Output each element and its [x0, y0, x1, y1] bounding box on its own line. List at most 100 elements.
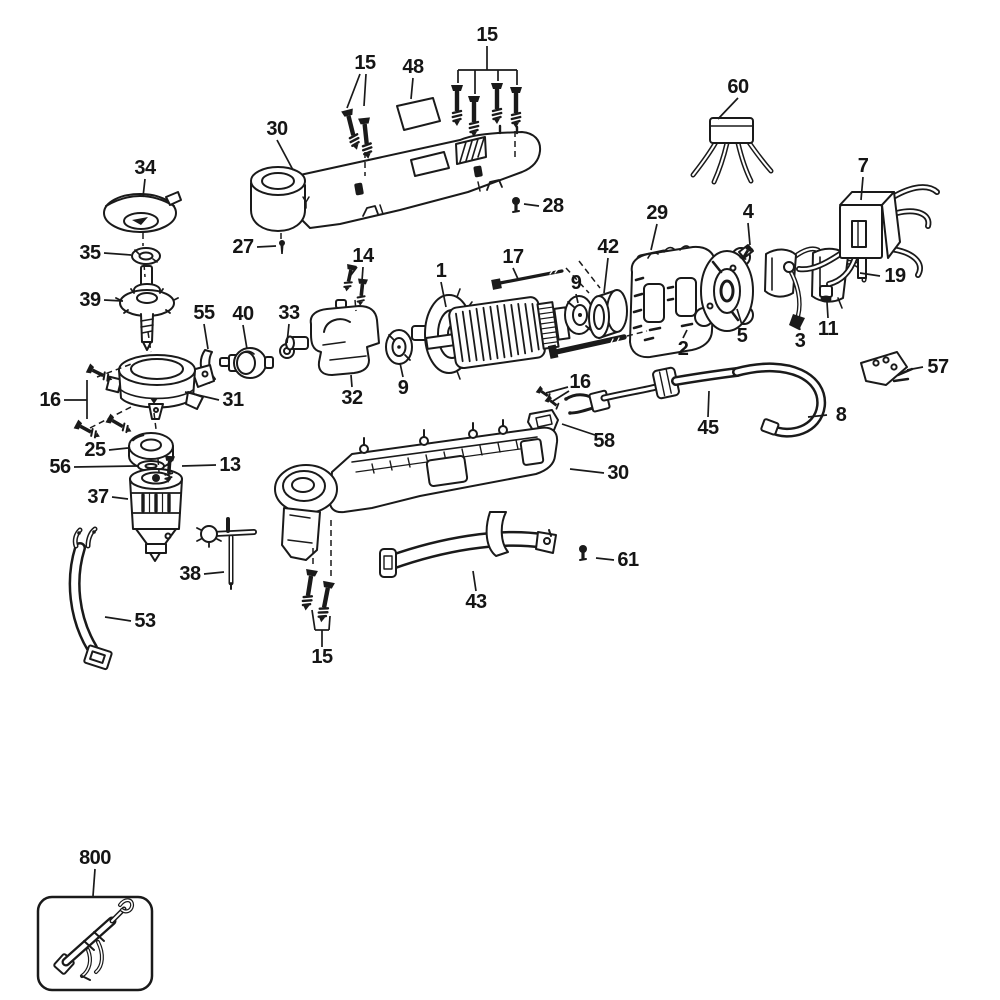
leader-line-30: [569, 468, 605, 474]
leader-line-13: [181, 464, 217, 467]
part-drawing-clamp-collar-31: [105, 354, 215, 420]
leader-line-9: [575, 293, 579, 304]
assembly-dash-2: [147, 331, 152, 353]
leader-line-38: [203, 571, 225, 575]
leader-line-35: [103, 252, 132, 256]
part-label-30-39: 30: [607, 462, 629, 484]
part-drawing-chuck-key-38: [196, 517, 257, 590]
part-drawing-handle-cover-43: [379, 511, 557, 578]
part-label-14-10: 14: [352, 245, 374, 267]
part-drawing-spindle-gear: [115, 265, 179, 351]
part-drawing-cap-nut-11: [819, 285, 833, 303]
part-drawing-cord-8: [732, 362, 827, 438]
leader-line-34: [142, 178, 146, 198]
leader-line-4: [747, 222, 751, 246]
leader-line-56: [73, 465, 138, 468]
part-drawing-label-sticker: [396, 97, 441, 131]
leader-line-1: [440, 281, 447, 308]
inset-box-800: [36, 895, 154, 992]
part-label-13-33: 13: [219, 454, 241, 476]
part-label-1-12: 1: [435, 260, 447, 282]
leader-line-15: [346, 73, 361, 109]
assembly-dash-12: [565, 267, 590, 294]
part-label-8-38: 8: [835, 404, 847, 426]
assembly-dash-15: [626, 330, 648, 337]
leader-line-15: [311, 609, 316, 631]
part-label-53-43: 53: [134, 610, 156, 632]
part-label-7-9: 7: [857, 155, 869, 177]
part-label-38-42: 38: [179, 563, 201, 585]
leader-line-37: [111, 496, 129, 500]
part-label-9-14: 9: [570, 272, 582, 294]
part-drawing-upper-housing: [250, 124, 542, 232]
part-label-15-44: 15: [311, 646, 333, 668]
part-drawing-screw-rod-17: [491, 268, 564, 290]
leader-line-28: [523, 203, 540, 207]
leader-line-33: [286, 323, 290, 344]
part-label-2-18: 2: [677, 338, 689, 360]
part-label-55-26: 55: [193, 302, 215, 324]
assembly-dash-11: [89, 406, 132, 429]
leader-line-9: [399, 362, 404, 378]
part-drawing-sleeve-42: [588, 289, 628, 339]
assembly-dash-4: [157, 458, 160, 473]
leader-line-29: [650, 223, 658, 251]
part-label-42-15: 42: [597, 236, 619, 258]
leader-line-43: [472, 570, 477, 592]
part-drawing-lead-wire-3: [783, 261, 805, 330]
leader-line-39: [103, 299, 124, 302]
leader-line-45: [707, 390, 710, 418]
leader-line-8: [807, 414, 828, 418]
leader-line-11: [826, 301, 829, 319]
leader-line-30: [276, 139, 294, 171]
leader-line-19: [859, 272, 881, 277]
part-label-16-35: 16: [569, 371, 591, 393]
part-drawing-brush-cap-60: [690, 117, 774, 185]
part-label-61-40: 61: [617, 549, 639, 571]
part-label-37-34: 37: [87, 486, 109, 508]
part-label-11-21: 11: [817, 318, 839, 340]
leader-line-14: [361, 266, 364, 282]
leader-line-7: [860, 176, 864, 201]
leader-line-16: [545, 386, 569, 394]
part-label-31-25: 31: [222, 389, 244, 411]
assembly-dash-3: [153, 412, 157, 430]
part-drawing-hanger-strap-53: [68, 526, 113, 671]
part-label-9-30: 9: [397, 377, 409, 399]
part-label-40-27: 40: [232, 303, 254, 325]
inset-tool: [53, 898, 135, 981]
part-label-34-4: 34: [134, 157, 156, 179]
part-label-39-11: 39: [79, 289, 101, 311]
part-label-27-6: 27: [232, 236, 254, 258]
leader-line-31: [184, 391, 220, 401]
leader-line-17: [512, 267, 519, 280]
part-label-45-37: 45: [697, 417, 719, 439]
part-label-32-29: 32: [341, 387, 363, 409]
part-label-57-23: 57: [927, 356, 949, 378]
part-label-5-19: 5: [736, 325, 748, 347]
part-label-28-7: 28: [542, 195, 564, 217]
leader-line-15: [328, 615, 331, 631]
leader-line-5: [736, 308, 743, 326]
part-drawing-bracket-32: [285, 299, 380, 376]
part-drawing-switch-7: [796, 184, 940, 287]
part-label-800-45: 800: [79, 847, 111, 869]
part-drawing-end-plate-5: [694, 247, 754, 332]
part-label-48-1: 48: [402, 56, 424, 78]
leader-line-800: [92, 868, 96, 897]
part-drawing-cover-cap: [103, 191, 182, 233]
leader-line-61: [595, 557, 615, 561]
assembly-dash-10: [96, 362, 135, 378]
part-drawing-part-4: [738, 243, 755, 262]
leader-line-27: [256, 245, 277, 248]
part-drawing-cam-40: [219, 347, 274, 379]
leader-line-25: [108, 447, 129, 451]
leader-line-2: [682, 329, 688, 339]
part-drawing-screw-rod-lower: [547, 334, 627, 359]
part-label-3-20: 3: [794, 330, 806, 352]
assembly-dash-1: [143, 263, 146, 278]
part-drawing-clip-57: [860, 351, 914, 386]
